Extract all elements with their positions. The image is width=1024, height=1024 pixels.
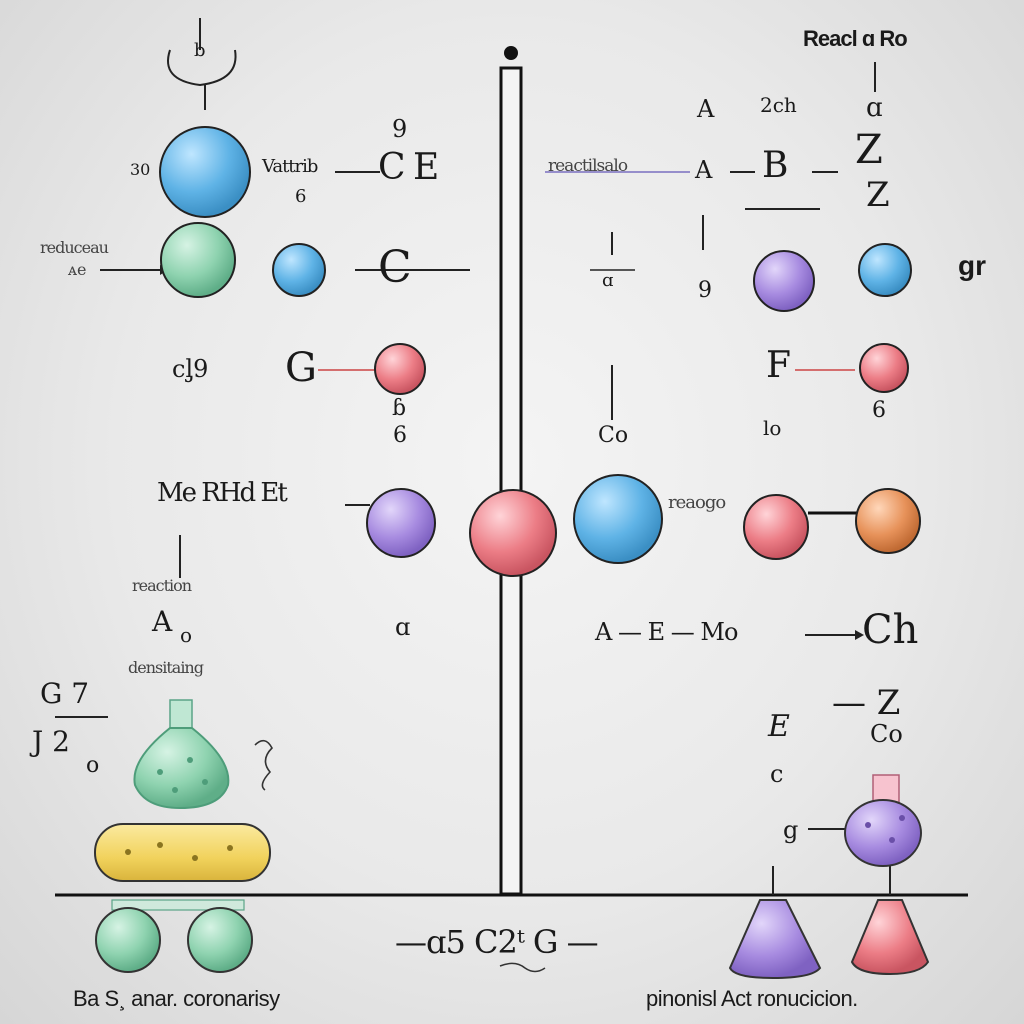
atom-blue-mid: [573, 474, 663, 564]
label-6-right: 6: [872, 398, 886, 423]
label-c-e: C E: [378, 147, 439, 188]
label-ch-right: Ch: [862, 607, 919, 653]
label-a-top: A: [697, 95, 715, 123]
label-gr: gr: [958, 250, 986, 281]
column-cap: [504, 46, 518, 60]
label-a-left: A: [152, 605, 173, 638]
atom-purple: [366, 488, 436, 558]
curly-symbol: [254, 739, 273, 791]
label-reaction-right: reactilsalo: [548, 156, 628, 176]
label-c-small-right: ɑ: [602, 270, 614, 291]
label-reduceau: reduceau: [40, 238, 109, 257]
bottom-caption-left: Ba S¸ anar. coronarisy: [73, 986, 280, 1011]
label-lo: lo: [763, 416, 782, 440]
label-30: 30: [130, 160, 151, 179]
bottom-caption-right: pinonisl Act ronucicion.: [646, 986, 858, 1011]
label-chain-right: A — E — Mo: [595, 618, 738, 646]
atom-pink-small: [374, 343, 426, 395]
label-o-small: o: [86, 753, 100, 778]
cone-flask-purple: [728, 899, 822, 980]
twin-flasks-green: [95, 899, 253, 973]
label-o-left: o: [180, 623, 193, 647]
atom-orange: [855, 488, 921, 554]
label-9: 9: [392, 115, 408, 143]
atom-pink-right: [859, 343, 909, 393]
top-left-bracket: [167, 18, 237, 110]
label-6-low: 6: [393, 423, 407, 448]
atom-pink-mid: [743, 494, 809, 560]
label-g-low-right: g: [783, 816, 799, 844]
label-d-top: ɑ: [866, 93, 883, 123]
label-co-low: Co: [870, 720, 903, 748]
label-ae: ᴀe: [68, 260, 87, 279]
atom-purple-right: [753, 250, 815, 312]
label-g: G: [285, 345, 317, 391]
label-j2: J 2: [32, 725, 70, 758]
label-9-right: 9: [698, 278, 712, 303]
label-4-low: ɑ: [395, 613, 411, 641]
label-e-right: E: [768, 709, 790, 744]
label-me-row: Me RHd Et: [157, 478, 288, 508]
center-column: [499, 66, 523, 896]
atom-blue-large: [159, 126, 251, 218]
label-g7: G 7: [40, 677, 90, 710]
label-f-right: F: [766, 345, 791, 386]
label-z-mid: Z: [866, 175, 890, 215]
diagram-title: Reacl ɑ Ro: [803, 26, 908, 51]
label-co-mid: Co: [598, 423, 629, 448]
label-b-low: ɓ: [392, 396, 407, 421]
flask-green: [133, 699, 230, 810]
flask-purple: [844, 774, 922, 867]
wave-symbol: [499, 962, 546, 973]
label-reaction-left: reaction: [132, 576, 192, 595]
label-top-left-b: b: [194, 40, 206, 61]
label-2ch: 2ch: [760, 93, 797, 117]
label-densitaing: densitaing: [128, 658, 204, 677]
cone-flask-pink: [850, 899, 930, 976]
atom-blue-right: [858, 243, 912, 297]
arrow-head: [855, 630, 864, 640]
label-c-arrow: C: [378, 242, 412, 293]
atom-blue-small: [272, 243, 326, 297]
label-reaogo: reaogo: [668, 492, 726, 513]
atom-green: [160, 222, 236, 298]
label-a-mid: A: [695, 156, 713, 184]
label-vattrib: Vattrib: [262, 156, 318, 177]
capsule-yellow: [94, 823, 271, 882]
label-6: 6: [295, 186, 307, 207]
label-b-mid: B: [762, 145, 789, 186]
bottom-formula: —ɑ5 C2ᵗ G —: [395, 923, 599, 961]
atom-pink-center: [469, 489, 557, 577]
label-d9: cᶅ9: [172, 355, 209, 383]
label-z-low: — Z: [832, 683, 901, 723]
label-c-low: c: [770, 760, 784, 788]
label-z-top: Z: [855, 127, 883, 173]
